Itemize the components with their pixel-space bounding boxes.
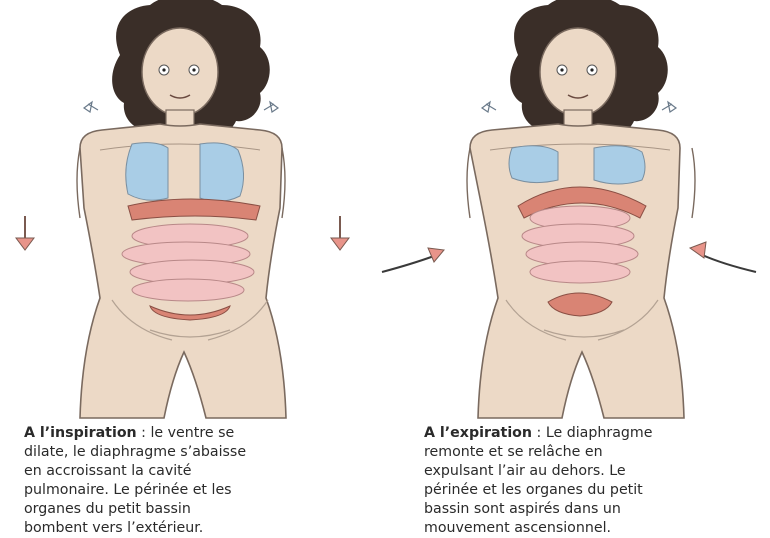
illustration bbox=[0, 0, 770, 420]
caption-line-4: pulmonaire. Le périnée et les bbox=[24, 481, 364, 500]
right-pupil bbox=[192, 68, 195, 71]
caption-inspiration: A l’inspiration : le ventre se dilate, l… bbox=[24, 424, 364, 538]
caption-line-4: périnée et les organes du petit bbox=[424, 481, 764, 500]
caption-line-2: remonte et se relâche en bbox=[424, 443, 764, 462]
curved-arrow-left-icon bbox=[382, 248, 444, 272]
shoulder-arrow-left-icon bbox=[482, 102, 496, 112]
caption-line-2: dilate, le diaphragme s’abaisse bbox=[24, 443, 364, 462]
caption-line-5: bassin sont aspirés dans un bbox=[424, 500, 764, 519]
shoulder-arrow-right-icon bbox=[264, 102, 278, 112]
left-pupil bbox=[560, 68, 563, 71]
caption-term: A l’inspiration bbox=[24, 425, 137, 441]
right-lung bbox=[594, 146, 645, 184]
figure-inspiration bbox=[16, 0, 349, 418]
caption-line-6: mouvement ascensionnel. bbox=[424, 519, 764, 538]
caption-line-3: expulsant l’air au dehors. Le bbox=[424, 462, 764, 481]
caption-line-6: bombent vers l’extérieur. bbox=[24, 519, 364, 538]
caption-line-1: A l’expiration : Le diaphragme bbox=[424, 424, 764, 443]
shoulder-arrow-right-icon bbox=[662, 102, 676, 112]
down-arrow-left-icon bbox=[16, 216, 34, 250]
caption-separator: : bbox=[532, 425, 541, 441]
figure-expiration bbox=[382, 0, 756, 418]
right-pupil bbox=[590, 68, 593, 71]
down-arrow-right-icon bbox=[331, 216, 349, 250]
left-lung bbox=[509, 146, 558, 183]
caption-line-1: A l’inspiration : le ventre se bbox=[24, 424, 364, 443]
caption-text: le ventre se bbox=[146, 425, 234, 441]
left-arm bbox=[467, 148, 470, 218]
curved-arrow-right-icon bbox=[690, 242, 756, 272]
caption-line-3: en accroissant la cavité bbox=[24, 462, 364, 481]
shoulder-arrow-left-icon bbox=[84, 102, 98, 112]
caption-line-5: organes du petit bassin bbox=[24, 500, 364, 519]
left-arm bbox=[77, 148, 80, 218]
right-arm bbox=[692, 148, 695, 218]
caption-term: A l’expiration bbox=[424, 425, 532, 441]
caption-text: Le diaphragme bbox=[541, 425, 652, 441]
right-lung bbox=[200, 143, 244, 202]
left-lung bbox=[126, 143, 168, 201]
caption-separator: : bbox=[137, 425, 146, 441]
face bbox=[142, 28, 218, 116]
caption-expiration: A l’expiration : Le diaphragme remonte e… bbox=[424, 424, 764, 538]
left-pupil bbox=[162, 68, 165, 71]
face bbox=[540, 28, 616, 116]
